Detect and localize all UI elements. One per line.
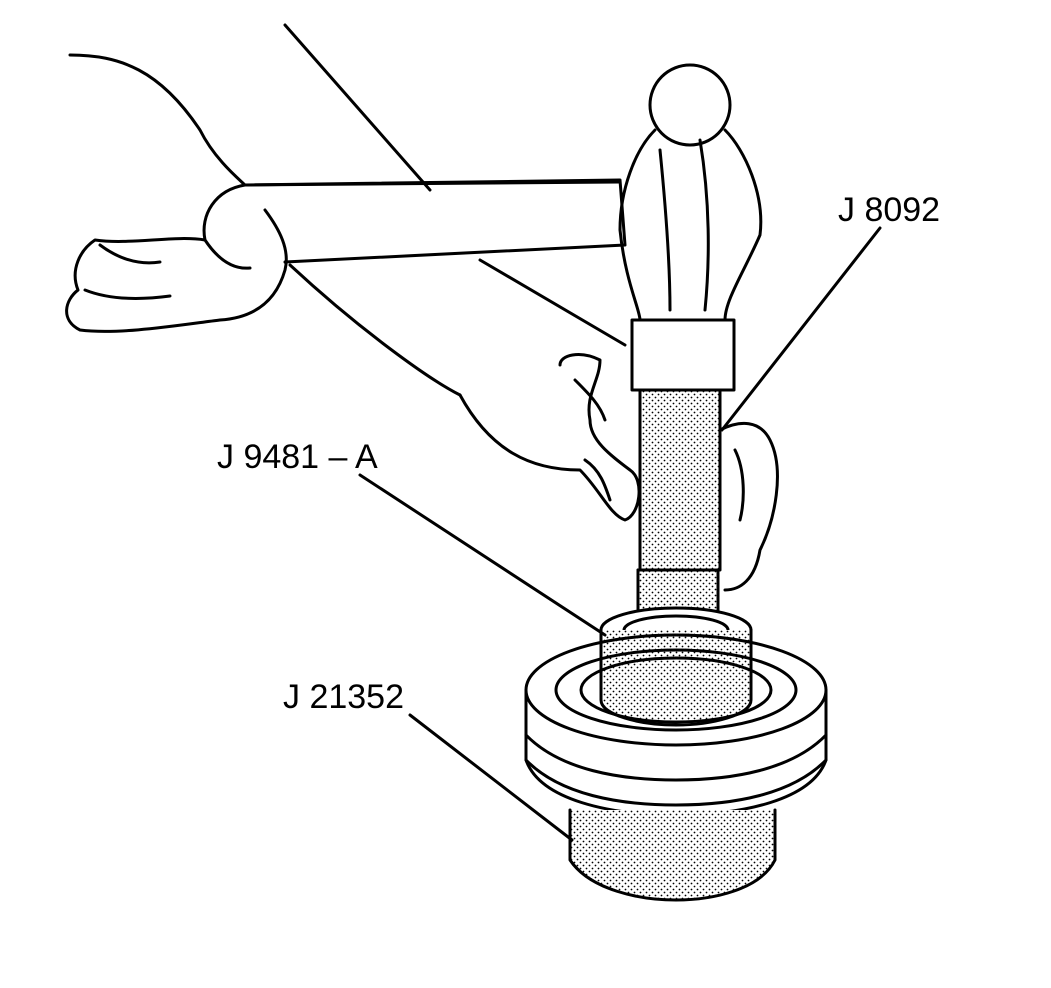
leader-j9481 <box>358 473 607 637</box>
leader-j21352 <box>408 713 574 842</box>
right-hand-icon <box>458 353 779 592</box>
hand-icon <box>65 53 622 333</box>
arm-icon <box>283 23 627 397</box>
tool-handle-icon <box>636 388 722 632</box>
hammer-icon <box>618 63 763 392</box>
label-j9481-a: J 9481 – A <box>217 438 378 476</box>
installer-icon <box>599 606 753 727</box>
label-j8092: J 8092 <box>838 191 941 229</box>
label-j21352: J 21352 <box>283 678 404 716</box>
pulley-fixture-icon <box>524 633 828 902</box>
leader-j8092 <box>720 226 882 432</box>
hammer-handle-icon <box>243 178 627 264</box>
